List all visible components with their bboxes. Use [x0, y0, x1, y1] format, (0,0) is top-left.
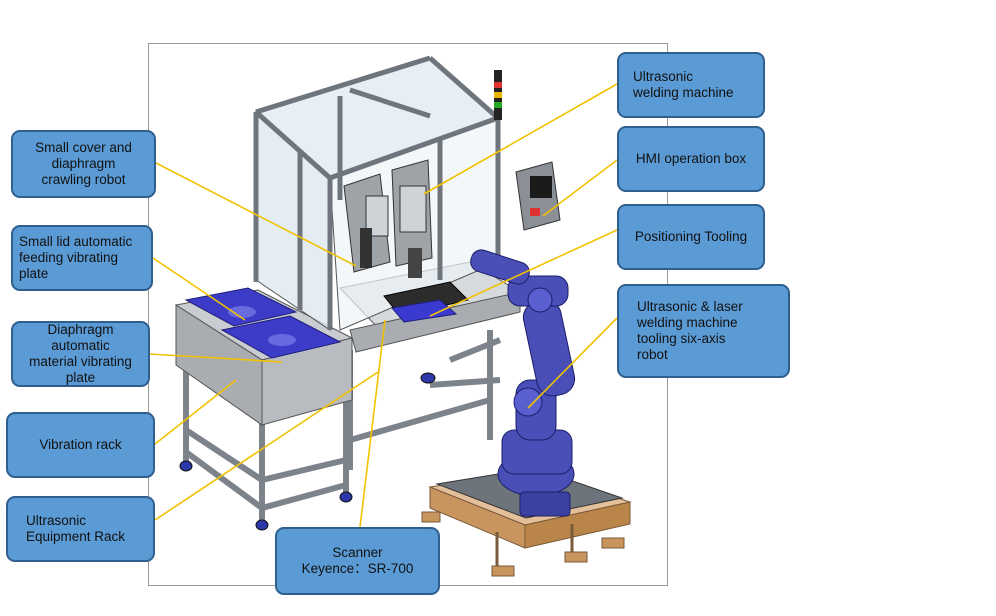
leader-scanner — [359, 319, 386, 528]
callout-vibration-rack: Vibration rack — [6, 412, 155, 478]
callout-diaphragm-feeder: Diaphragm automatic material vibrating p… — [11, 321, 150, 387]
leader-hmi-box — [542, 159, 618, 217]
leader-diaphragm-feeder — [149, 353, 283, 363]
callout-positioning-tooling: Positioning Tooling — [617, 204, 765, 270]
callout-hmi-box: HMI operation box — [617, 126, 765, 192]
welding-modules — [343, 159, 469, 323]
leader-positioning-tooling — [429, 229, 618, 317]
leader-equipment-rack — [154, 371, 379, 521]
leader-vibration-rack — [154, 379, 237, 445]
leader-crawling-robot — [155, 162, 357, 267]
signal-tower — [494, 70, 502, 120]
six-axis-robot — [470, 249, 576, 517]
callout-crawling-robot: Small cover and diaphragm crawling robot — [11, 130, 156, 198]
leader-six-axis-robot — [527, 317, 618, 409]
callout-welding-machine: Ultrasonic welding machine — [617, 52, 765, 118]
callout-equipment-rack: Ultrasonic Equipment Rack — [6, 496, 155, 562]
caster-wheels — [179, 372, 436, 531]
hmi-box — [515, 161, 561, 231]
leader-lid-feeder — [152, 257, 246, 321]
robot-base-platform — [421, 467, 632, 577]
callout-six-axis-robot: Ultrasonic & laser welding machine tooli… — [617, 284, 790, 378]
leader-welding-machine — [423, 83, 618, 195]
callout-lid-feeder: Small lid automatic feeding vibrating pl… — [11, 225, 153, 291]
callout-scanner: Scanner Keyence：SR-700 — [275, 527, 440, 595]
